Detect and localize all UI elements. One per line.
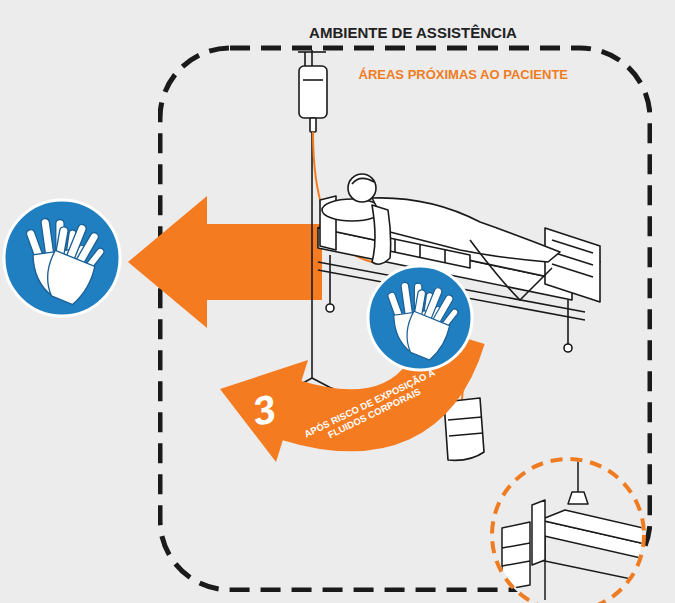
patient: [348, 174, 376, 202]
room-inset: [532, 500, 545, 565]
exit-arrow: [128, 196, 322, 328]
iv-pole: [298, 51, 326, 53]
hand-hygiene-icon: [24, 213, 111, 308]
moment-arrow-band: [290, 335, 455, 420]
room-inset: [639, 558, 641, 600]
hospital-bed: [318, 196, 600, 352]
drain-tube: [462, 340, 468, 402]
patient: [352, 178, 374, 184]
room-inset: [540, 510, 660, 545]
hospital-bed: [567, 300, 569, 345]
patient: [322, 174, 560, 300]
iv-pole: [311, 50, 313, 378]
room-inset: [544, 537, 546, 600]
hand-hygiene-icon: [4, 200, 120, 316]
room-inset: [492, 459, 644, 603]
zone-outline: [158, 20, 652, 592]
iv-pole: [304, 52, 306, 68]
hand-hygiene-icon: [368, 266, 472, 370]
drainage-bag: [444, 398, 484, 460]
hospital-bed: [380, 236, 470, 268]
moment-number: 3: [237, 382, 290, 438]
hospital-bed: [326, 304, 334, 312]
room-inset: [502, 455, 660, 600]
iv-pole: [299, 66, 327, 118]
drainage-bag: [449, 433, 483, 436]
care-zone-box: AMBIENTE DE ASSISTÊNCIA ÁREAS PRÓXIMAS AO…: [158, 20, 652, 592]
iv-pole: [312, 378, 331, 388]
hospital-bed: [564, 344, 572, 352]
moment-arrow-head: [220, 360, 308, 462]
hospital-bed: [552, 252, 593, 265]
iv-pole: [294, 378, 312, 388]
room-inset: [577, 455, 579, 492]
iv-tube: [313, 132, 372, 262]
hospital-bed: [419, 244, 421, 257]
hand-hygiene-icon: [4, 200, 120, 316]
room-inset: [502, 522, 530, 590]
zone-subheading: ÁREAS PRÓXIMAS AO PACIENTE: [308, 68, 568, 83]
iv-pole: [328, 388, 334, 394]
hospital-bed: [320, 196, 336, 250]
drainage-bag: [444, 398, 484, 460]
iv-pole: [291, 50, 334, 394]
patient: [322, 199, 382, 221]
iv-pole: [310, 118, 316, 132]
hand-hygiene-icon: [368, 266, 472, 370]
zone-heading: AMBIENTE DE ASSISTÊNCIA: [293, 24, 533, 41]
drainage-bag: [448, 417, 482, 420]
room-inset: [540, 520, 650, 560]
hospital-bed: [318, 262, 585, 312]
room-inset: [568, 492, 588, 504]
hospital-bed: [318, 228, 572, 300]
room-inset: [502, 561, 530, 566]
iv-pole: [303, 79, 323, 81]
patient: [372, 198, 560, 262]
hospital-bed: [318, 212, 600, 282]
room-inset: [502, 543, 530, 548]
patient: [372, 205, 391, 264]
hospital-bed: [318, 270, 585, 320]
dashed-zone-border: [160, 48, 650, 590]
hospital-bed: [429, 278, 431, 320]
moment-description: APÓS RISCO DE EXPOSIÇÃO A FLUIDOS CORPOR…: [297, 363, 447, 452]
hospital-bed: [444, 250, 446, 263]
hospital-bed: [394, 239, 396, 252]
hospital-bed: [552, 240, 593, 253]
hospital-bed: [329, 255, 331, 305]
hospital-bed: [552, 264, 593, 277]
hospital-bed: [426, 319, 434, 327]
hospital-bed: [545, 228, 600, 302]
iv-pole: [291, 388, 297, 394]
hand-hygiene-icon: [386, 278, 465, 364]
room-inset: [492, 455, 660, 603]
room-inset: [492, 459, 644, 603]
room-inset: [540, 560, 660, 585]
patient: [470, 240, 552, 300]
